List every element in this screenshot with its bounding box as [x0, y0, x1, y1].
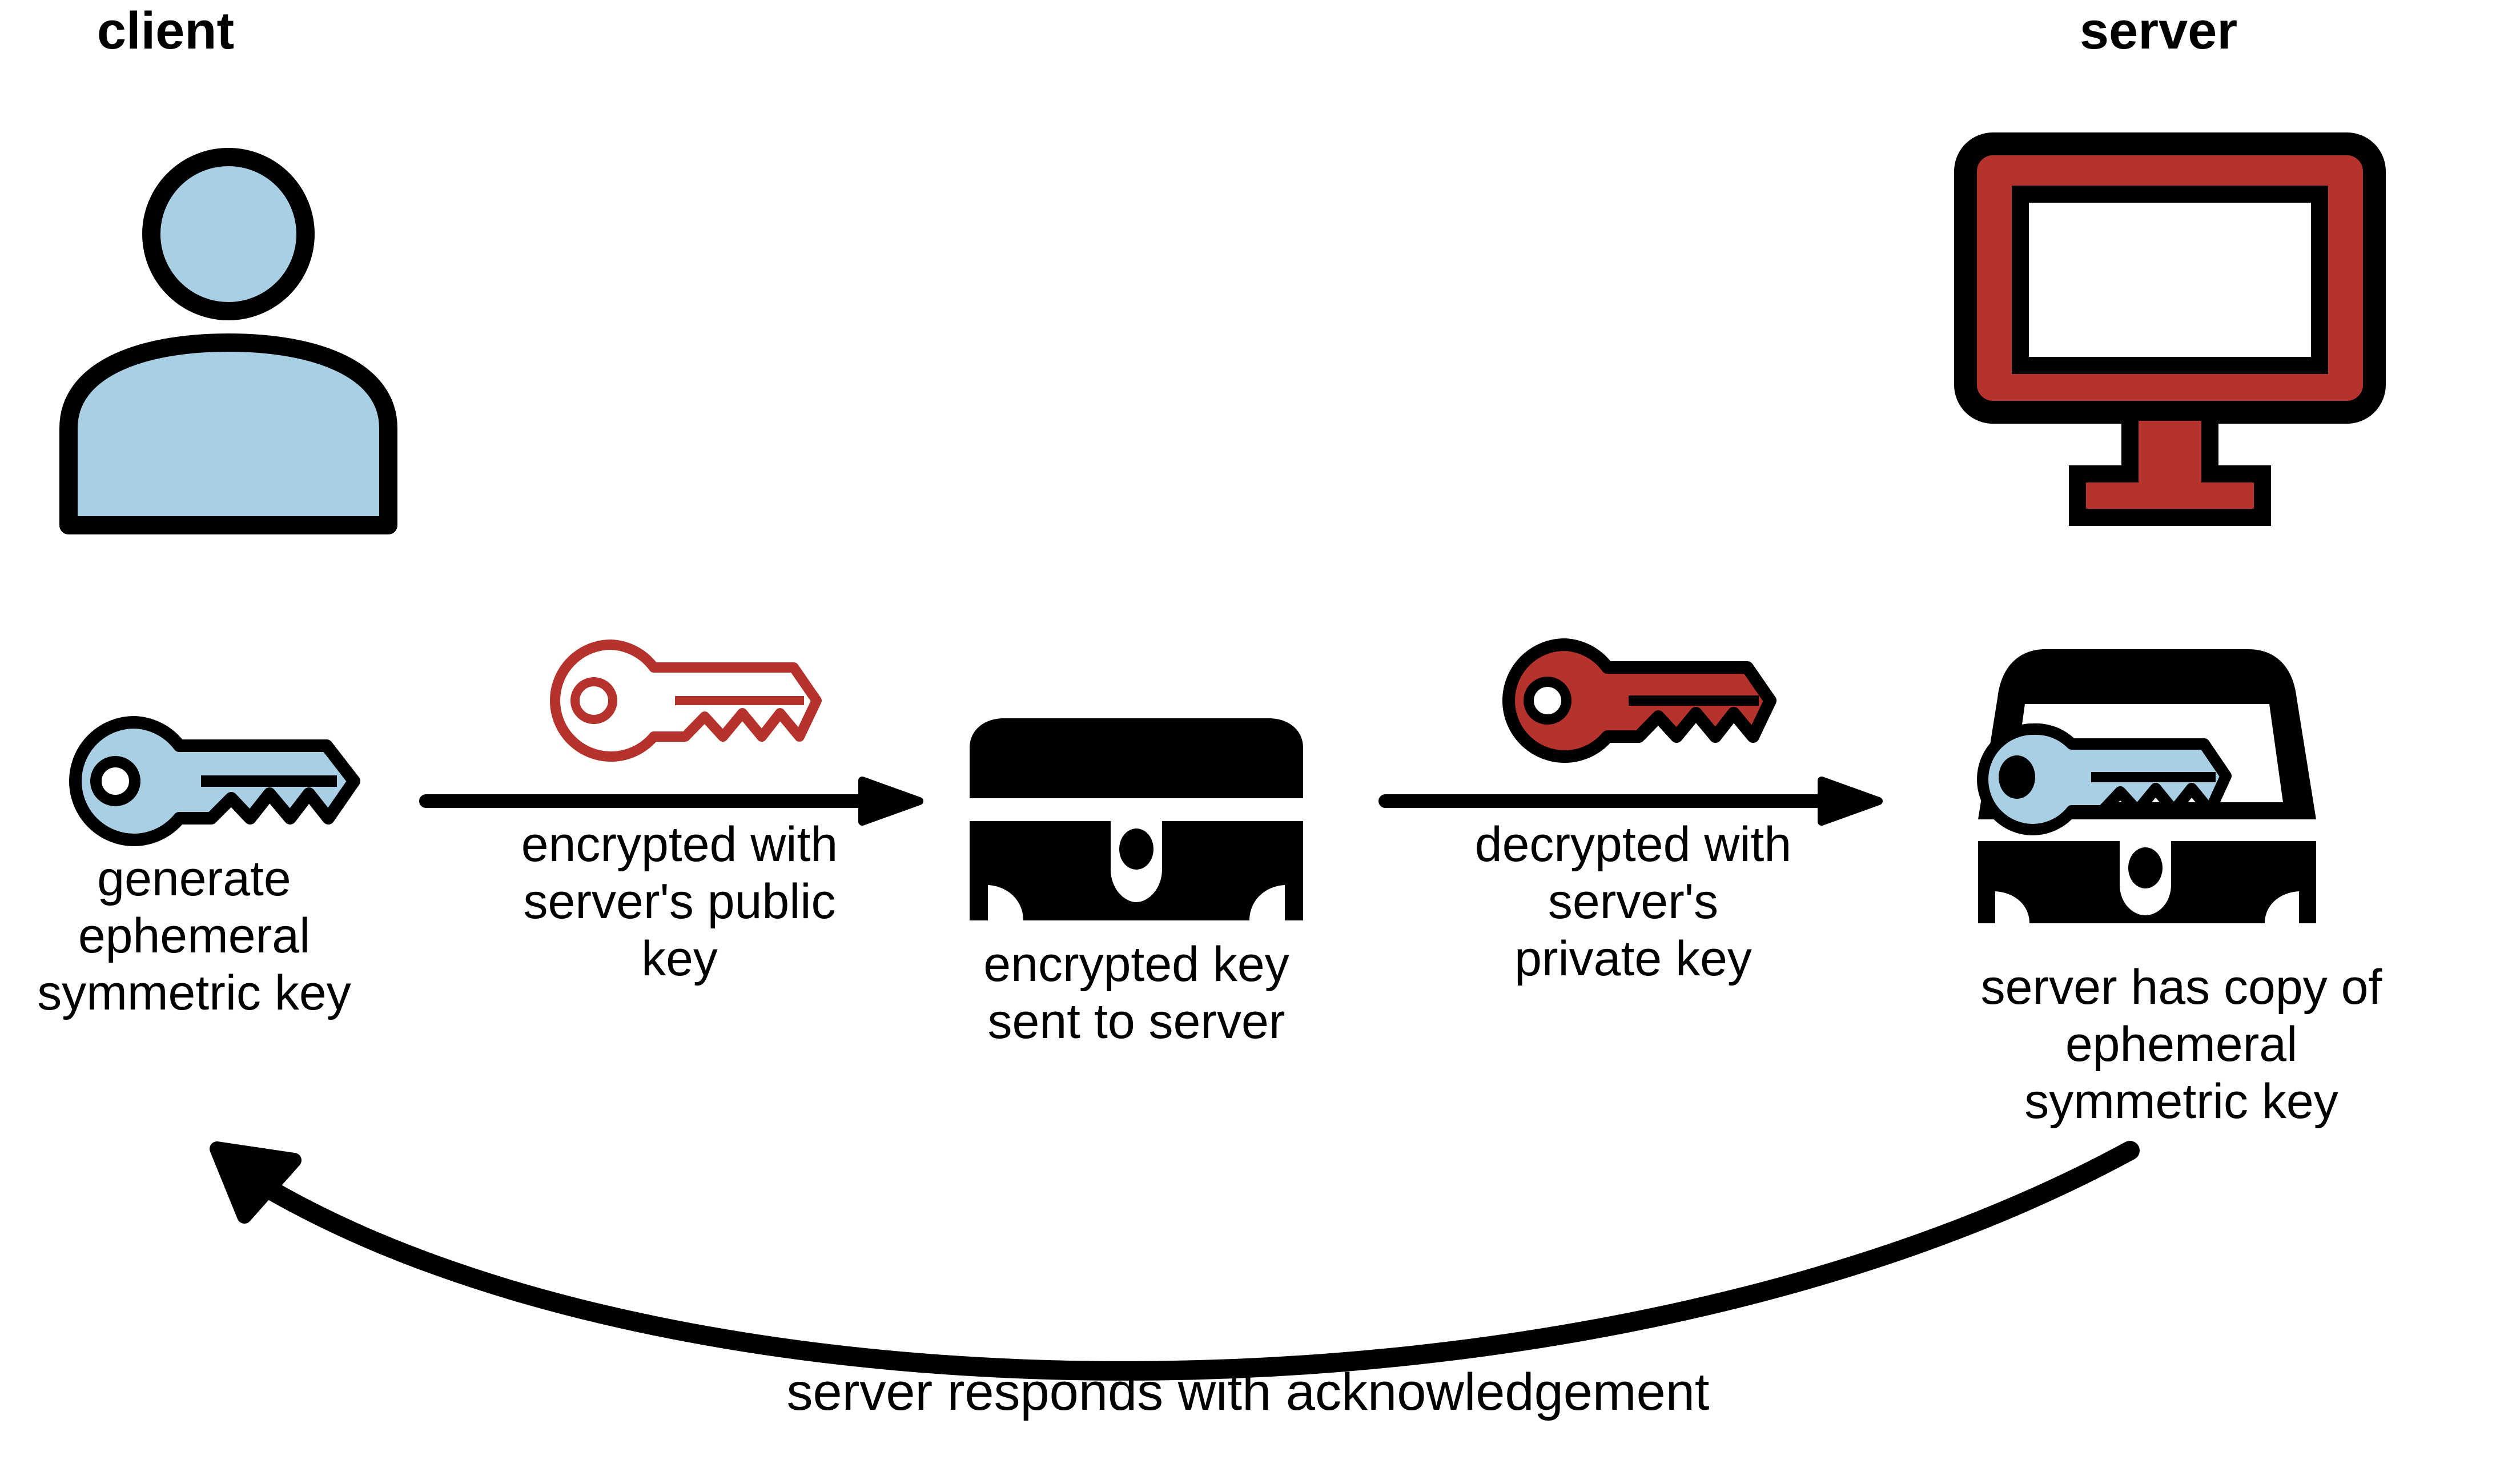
caption-line: ephemeral	[2065, 1016, 2298, 1072]
step-server-copy-caption: server has copy of ephemeral symmetric k…	[1930, 959, 2433, 1130]
client-title: client	[97, 2, 235, 60]
caption-line: encrypted key	[983, 937, 1289, 992]
monitor-icon	[1953, 131, 2387, 531]
caption-line: private key	[1514, 931, 1752, 986]
transition-encrypt-caption: encrypted with server's public key	[434, 817, 925, 987]
caption-line: server's public	[523, 874, 836, 929]
person-icon	[34, 131, 423, 534]
transition-decrypt-caption: decrypted with server's private key	[1382, 817, 1884, 987]
step-generate-caption: generate ephemeral symmetric key	[0, 851, 388, 1021]
blue-key-icon	[69, 714, 365, 862]
red-filled-key-icon	[1502, 637, 1776, 768]
caption-line: encrypted with	[521, 817, 838, 872]
caption-line: server's	[1548, 874, 1719, 929]
open-chest-with-key-icon	[1970, 631, 2324, 928]
caption-line: symmetric key	[2024, 1073, 2338, 1129]
caption-line: server has copy of	[1980, 960, 2382, 1015]
caption-line: ephemeral	[78, 908, 311, 963]
arrow-right-decrypt	[1378, 774, 1884, 836]
arrow-curved-acknowledgement	[171, 1119, 2170, 1381]
caption-line: sent to server	[987, 994, 1285, 1049]
acknowledgement-caption: server responds with acknowledgement	[786, 1363, 1710, 1421]
caption-line: generate	[97, 851, 291, 906]
arrow-right-encrypt	[419, 774, 925, 836]
caption-line: symmetric key	[37, 965, 351, 1020]
step-encrypted-chest-caption: encrypted key sent to server	[891, 936, 1382, 1051]
caption-line: key	[641, 931, 718, 986]
red-outline-key-icon	[548, 637, 822, 768]
server-title: server	[2079, 2, 2238, 60]
closed-chest-icon	[965, 714, 1308, 925]
caption-line: decrypted with	[1474, 817, 1792, 872]
